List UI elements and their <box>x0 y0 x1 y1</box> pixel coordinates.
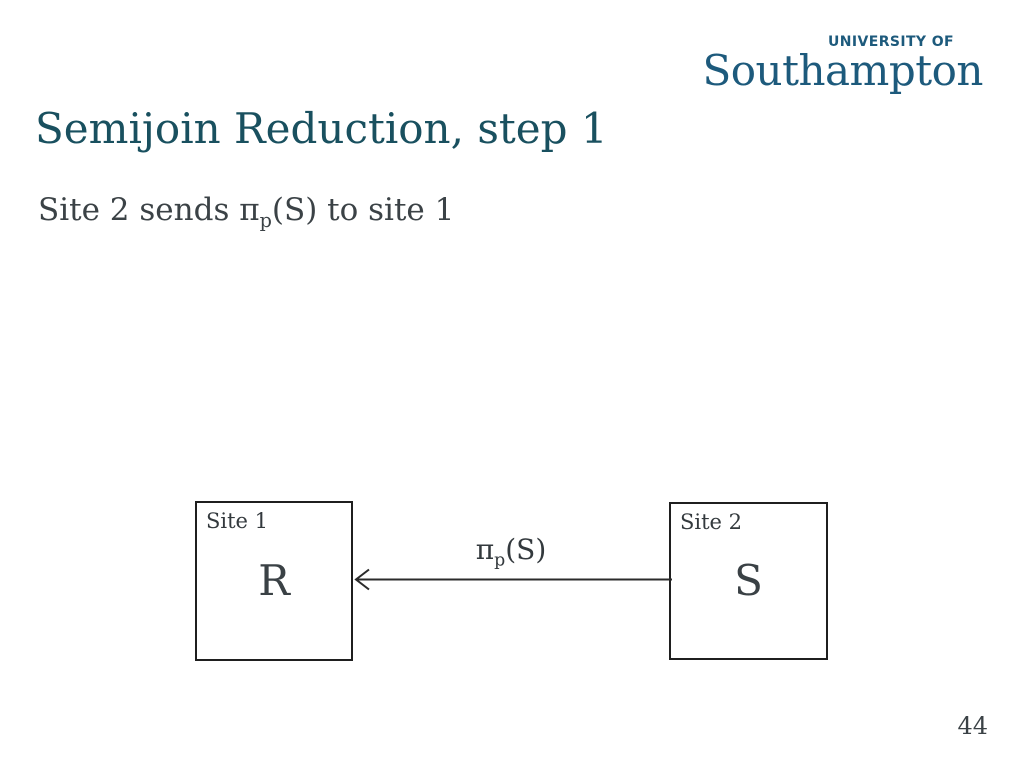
arrow-label: πp(S) <box>430 533 592 569</box>
university-logo: UNIVERSITY OF Southampton <box>702 35 983 93</box>
pi-subscript: p <box>259 209 272 233</box>
arrow-label-rest: (S) <box>505 533 547 566</box>
pi-symbol: π <box>239 192 260 228</box>
site2-relation: S <box>734 556 763 605</box>
logo-southampton-text: Southampton <box>702 46 983 95</box>
slide-title: Semijoin Reduction, step 1 <box>35 104 608 153</box>
arrow-pi-symbol: π <box>475 533 495 566</box>
site2-label: Site 2 <box>680 510 743 534</box>
site1-relation: R <box>258 556 290 605</box>
site1-label: Site 1 <box>206 509 269 533</box>
page-number: 44 <box>957 712 988 740</box>
site2-box: Site 2 S <box>669 502 828 660</box>
slide-subtitle: Site 2 sends πp(S) to site 1 <box>38 190 454 232</box>
transfer-arrow <box>354 568 672 591</box>
logo-university-of-text: UNIVERSITY OF <box>828 34 954 50</box>
subtitle-prefix: Site 2 sends <box>38 192 240 228</box>
arrow-pi-subscript: p <box>494 550 506 571</box>
site1-box: Site 1 R <box>195 501 353 661</box>
arrow-head <box>354 568 370 591</box>
subtitle-suffix: (S) to site 1 <box>271 192 455 228</box>
